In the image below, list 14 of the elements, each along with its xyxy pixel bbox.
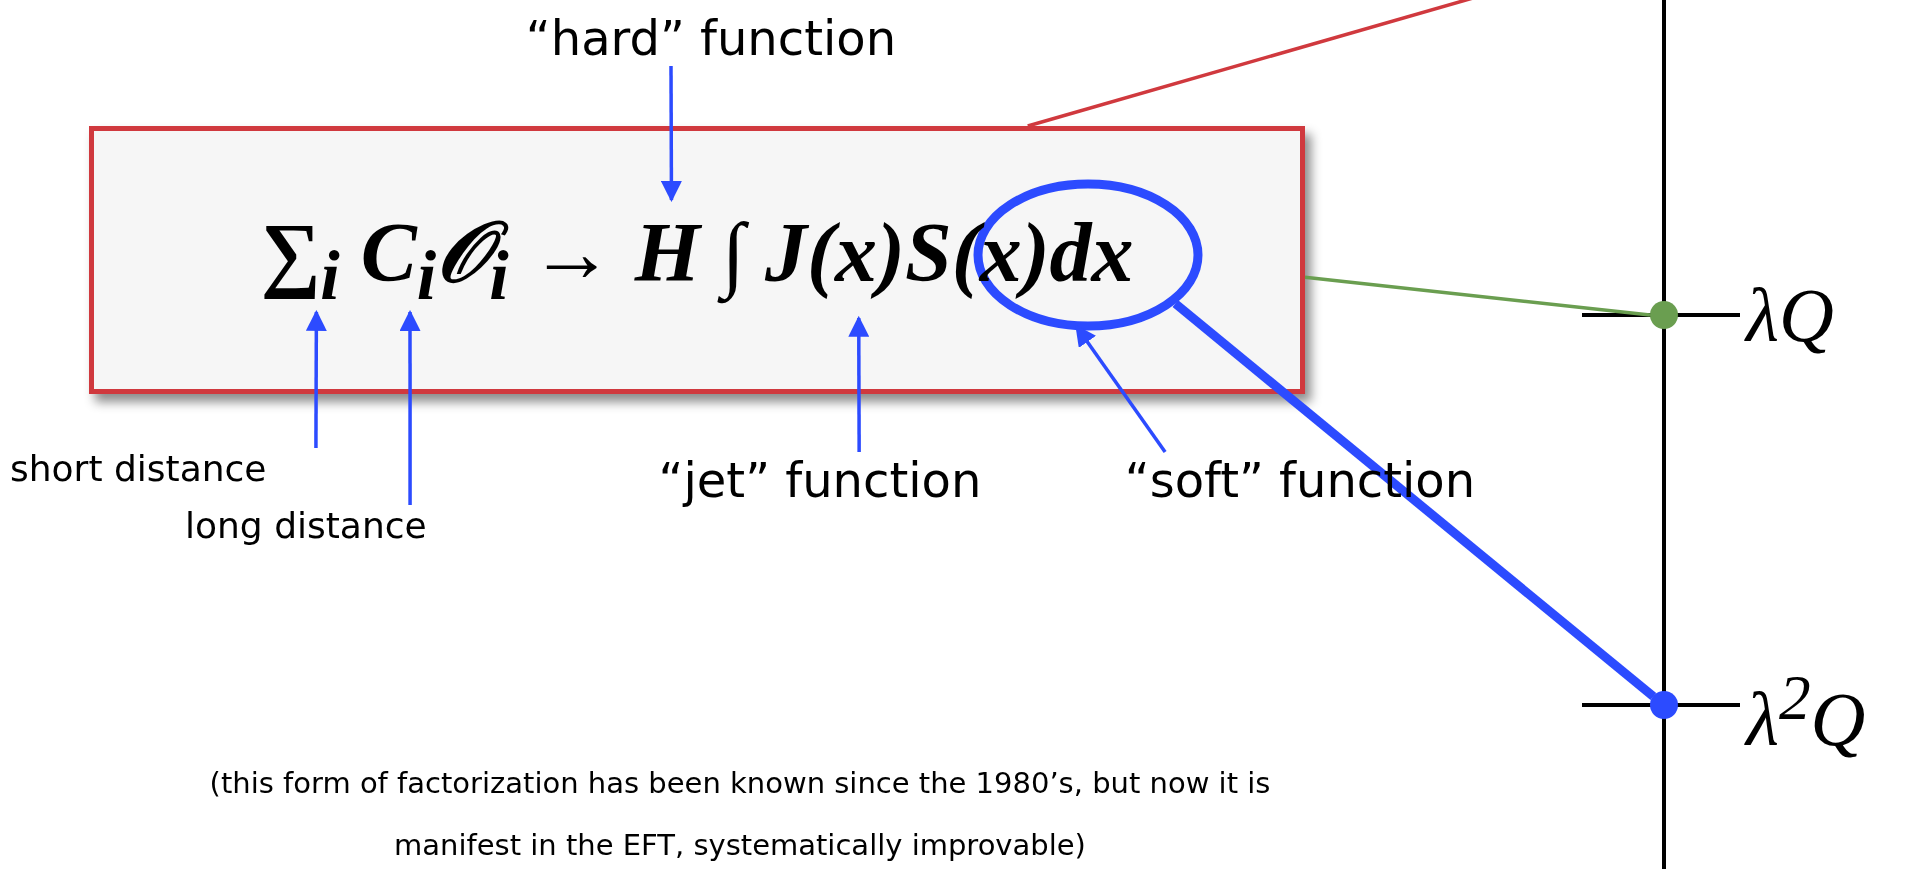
annotation-text: long distance xyxy=(185,505,495,546)
connector-line xyxy=(1304,275,1651,317)
annotation-text: “jet” function xyxy=(600,452,1040,508)
connector-line xyxy=(1172,300,1657,701)
annotation-text: short distance xyxy=(10,448,340,489)
connector-line xyxy=(660,66,682,203)
connector-line xyxy=(848,315,870,452)
scale-label: λQ xyxy=(1746,274,1834,358)
annotation-text: “hard” function xyxy=(461,10,961,66)
note-text: (this form of factorization has been known since the 1980’s, but now it is manifest in the EFT, systematically improvable) xyxy=(208,765,1272,864)
connector-line xyxy=(399,309,421,505)
formula-box xyxy=(89,126,1305,394)
scale-label: λ$^{2}$Q xyxy=(1746,664,1866,762)
connector-line xyxy=(305,309,327,448)
